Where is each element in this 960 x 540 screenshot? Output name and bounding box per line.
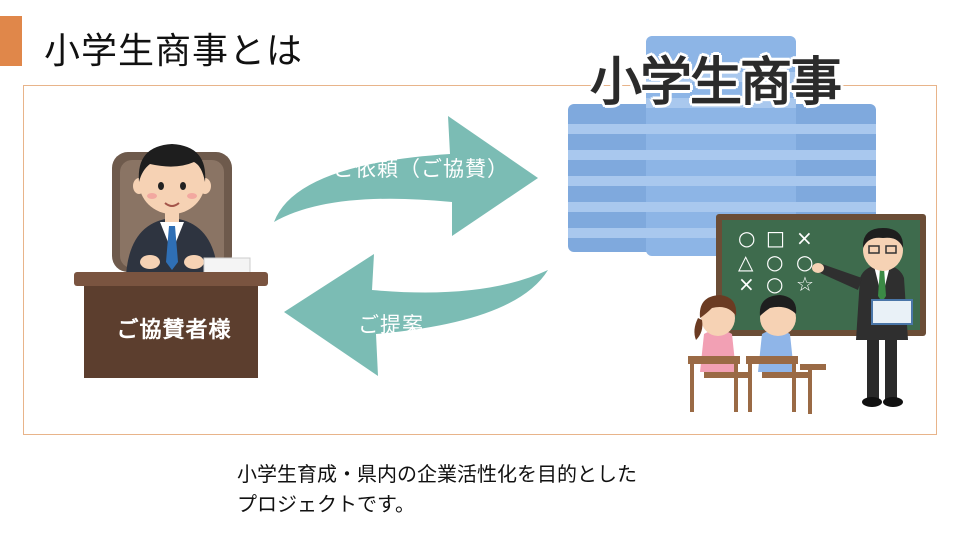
caption-line-2: プロジェクトです。	[237, 492, 415, 516]
arrow-request	[274, 116, 538, 236]
board-symbol: ○	[766, 272, 784, 296]
school-desks	[688, 356, 826, 414]
page-title: 小学生商事とは	[44, 31, 304, 72]
board-symbol: △	[738, 250, 754, 274]
proposal-arrow-label: ご提案	[358, 313, 424, 337]
sponsor-illustration	[74, 144, 268, 378]
board-symbol: ○	[796, 250, 814, 274]
company-logo-text: 小学生商事	[590, 53, 842, 113]
slide-caption: 小学生育成・県内の企業活性化を目的とした プロジェクトです。	[237, 459, 637, 519]
board-symbol: ☆	[796, 272, 814, 296]
title-accent-bar	[0, 16, 22, 66]
board-symbol: ×	[738, 272, 755, 296]
arrow-proposal	[284, 254, 548, 376]
caption-line-1: 小学生育成・県内の企業活性化を目的とした	[237, 462, 637, 486]
teacher-illustration	[812, 228, 913, 407]
request-arrow-label: ご依頼（ご協賛）	[333, 157, 509, 181]
illustration-frame	[23, 85, 937, 435]
board-symbol: □	[766, 226, 785, 250]
board-symbol: ○	[766, 250, 784, 274]
board-symbol: ×	[796, 226, 813, 250]
board-symbol: ○	[738, 226, 756, 250]
sponsor-label: ご協賛者様	[116, 318, 232, 343]
